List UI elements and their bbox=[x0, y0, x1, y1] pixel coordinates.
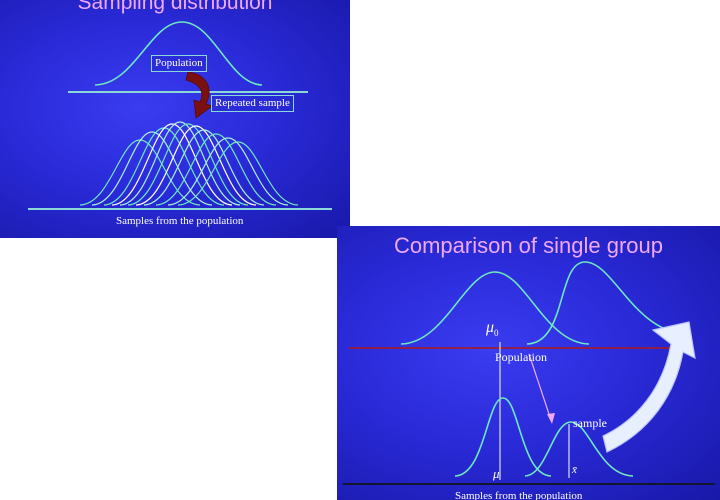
repeated-sample-label: Repeated sample bbox=[211, 95, 294, 112]
sample-curve bbox=[143, 129, 265, 206]
population-curve-right bbox=[526, 261, 686, 345]
observed-sample-curve bbox=[524, 421, 634, 477]
sample-curve bbox=[167, 137, 289, 206]
sample-curve bbox=[127, 123, 249, 206]
mu0-label: μ0 bbox=[486, 319, 499, 339]
xbar-label: x̄ bbox=[572, 464, 577, 476]
sample-curve bbox=[119, 121, 241, 206]
sample-curve bbox=[91, 131, 213, 206]
samples-caption: Samples from the population bbox=[116, 215, 244, 227]
slide-sampling-distribution: Sampling distribution Population Repeate… bbox=[0, 0, 350, 238]
sample-curve bbox=[135, 125, 257, 206]
population-curve-left bbox=[400, 271, 590, 345]
samples-caption: Samples from the population bbox=[455, 490, 583, 500]
sample-curve bbox=[155, 133, 277, 206]
sample-curve bbox=[111, 123, 233, 206]
slide-title: Sampling distribution bbox=[77, 0, 273, 14]
sample-curve bbox=[79, 139, 201, 206]
curved-arrow bbox=[602, 321, 696, 453]
sample-curve bbox=[177, 141, 299, 206]
population-label: Population bbox=[495, 350, 548, 364]
sampling-diagram bbox=[28, 21, 332, 210]
pink-arrow-line bbox=[528, 353, 552, 421]
comparison-diagram bbox=[343, 261, 715, 485]
mu-label: μ bbox=[493, 466, 500, 481]
slide-title: Comparison of single group bbox=[393, 233, 664, 258]
sample-label: sample bbox=[573, 416, 607, 430]
population-label: Population bbox=[151, 55, 207, 72]
null-sample-curve bbox=[454, 397, 552, 477]
sample-curves bbox=[79, 121, 299, 206]
repeated-sample-arrow bbox=[185, 71, 213, 119]
pink-arrow-head bbox=[547, 413, 555, 424]
slide-comparison-single-group: Comparison of single group μ0 Population… bbox=[337, 226, 720, 500]
population-curve bbox=[94, 21, 263, 86]
